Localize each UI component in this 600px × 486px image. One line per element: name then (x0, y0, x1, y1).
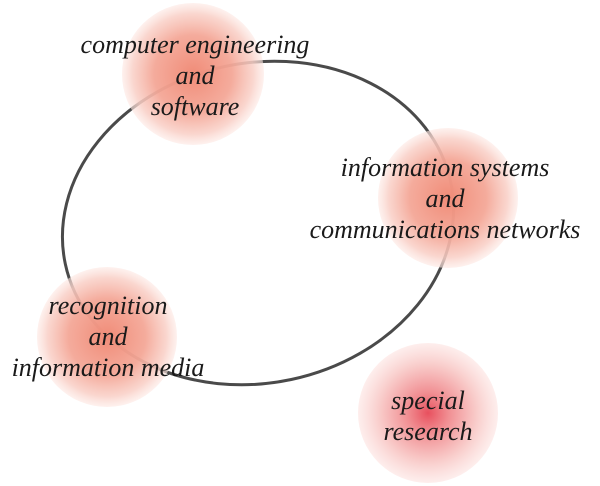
label-line: information media (11, 353, 205, 382)
label-line: and (88, 322, 128, 351)
label-line: and (425, 184, 465, 213)
label-line: research (383, 417, 473, 446)
label-computer-engineering: computer engineering and software (45, 29, 345, 122)
label-line: recognition (48, 291, 168, 320)
label-line: software (150, 92, 240, 121)
label-line: information systems (340, 153, 550, 182)
label-special-research: special research (358, 385, 498, 447)
label-line: computer engineering (80, 30, 310, 59)
node-special-research (358, 343, 498, 483)
label-information-systems: information systems and communications n… (290, 152, 600, 245)
node-computer-engineering (122, 3, 264, 145)
node-recognition (37, 267, 177, 407)
label-line: special (391, 386, 465, 415)
node-information-systems (378, 128, 518, 268)
label-line: communications networks (309, 215, 581, 244)
label-line: and (175, 61, 215, 90)
label-recognition: recognition and information media (0, 290, 216, 383)
